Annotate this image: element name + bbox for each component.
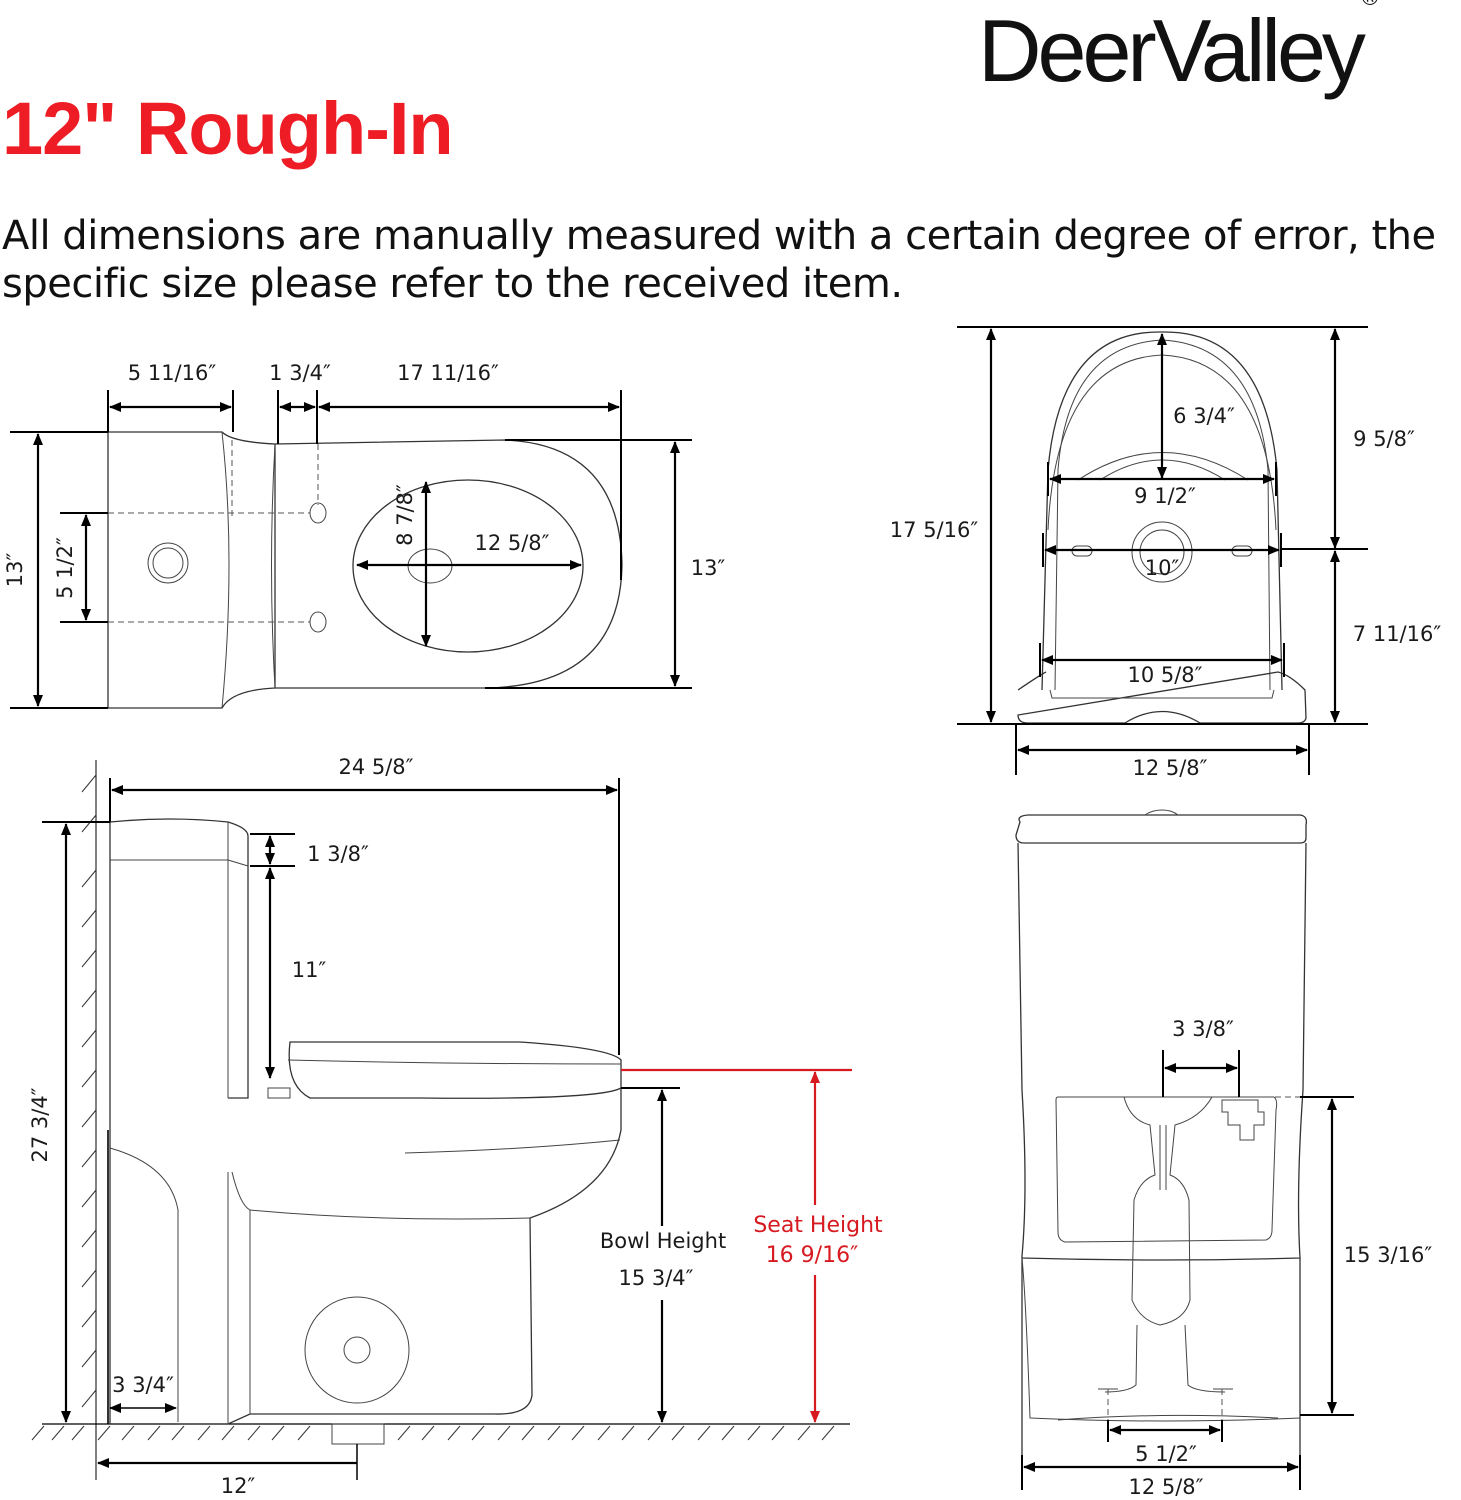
- dim-bolt-spacing: 5 1/2″: [53, 537, 77, 599]
- dim-seat-height: 16 9/16″: [766, 1243, 859, 1268]
- dim-overall-height: 27 3/4″: [28, 1087, 52, 1162]
- dim-base-height: 15 3/16″: [1344, 1243, 1433, 1267]
- brand-logo: DeerValley®: [978, 0, 1378, 102]
- dim-bowl-height: 15 3/4″: [618, 1266, 693, 1290]
- dim-wall-gap: 3 3/4″: [112, 1373, 174, 1397]
- registered-mark: ®: [1362, 0, 1378, 10]
- rear-view: 3 3/8″ 15 3/16″ 5 1/2″ 12 5/8″: [1015, 809, 1433, 1499]
- dim-rear-bolt-spacing: 5 1/2″: [1135, 1442, 1197, 1466]
- dim-tank-height: 11″: [292, 958, 327, 982]
- dim-bowl-width: 13″: [691, 556, 726, 580]
- brand-name: DeerValley: [978, 1, 1366, 100]
- dim-rough-in: 12″: [221, 1474, 256, 1498]
- dim-gap: 1 3/4″: [269, 361, 331, 385]
- page-title: 12" Rough-In: [2, 87, 454, 170]
- dim-base-inner-width: 10 5/8″: [1127, 663, 1202, 687]
- dim-opening-width: 8 7/8″: [393, 484, 417, 546]
- dim-supply-offset: 3 3/8″: [1172, 1017, 1234, 1041]
- dim-overall-width: 13″: [3, 553, 27, 588]
- side-view: 24 5/8″ 1 3/8″ 11″ 27 3/4″ 3 3/4″ 12″ Bo…: [28, 755, 883, 1498]
- dim-bowl-length: 17 11/16″: [397, 361, 499, 385]
- dim-hole-width: 10″: [1145, 556, 1180, 580]
- dim-upper-depth: 9 5/8″: [1353, 427, 1415, 451]
- top-view: 5 11/16″ 1 3/4″ 17 11/16″ 13″ 5 1/2″ 8 7…: [3, 361, 726, 709]
- dim-lower-depth: 7 11/16″: [1353, 622, 1442, 646]
- dim-overall-length: 24 5/8″: [338, 755, 413, 779]
- dim-inner-width: 9 1/2″: [1134, 484, 1196, 508]
- bowl-front-view: 17 5/16″ 6 3/4″ 9 5/8″ 7 11/16″ 9 1/2″ 1…: [890, 326, 1442, 780]
- dim-opening-length: 12 5/8″: [474, 531, 549, 555]
- dim-base-width: 12 5/8″: [1132, 756, 1207, 780]
- dim-lid-thickness: 1 3/8″: [307, 842, 369, 866]
- dim-overall-depth: 17 5/16″: [890, 518, 979, 542]
- dim-tank-depth: 5 11/16″: [128, 361, 217, 385]
- dim-rim-to-hole: 6 3/4″: [1173, 404, 1235, 428]
- disclaimer-text: All dimensions are manually measured wit…: [2, 213, 1436, 307]
- dim-rear-overall-width: 12 5/8″: [1128, 1475, 1203, 1499]
- bowl-height-label: Bowl Height: [600, 1229, 726, 1253]
- seat-height-label: Seat Height: [753, 1213, 883, 1238]
